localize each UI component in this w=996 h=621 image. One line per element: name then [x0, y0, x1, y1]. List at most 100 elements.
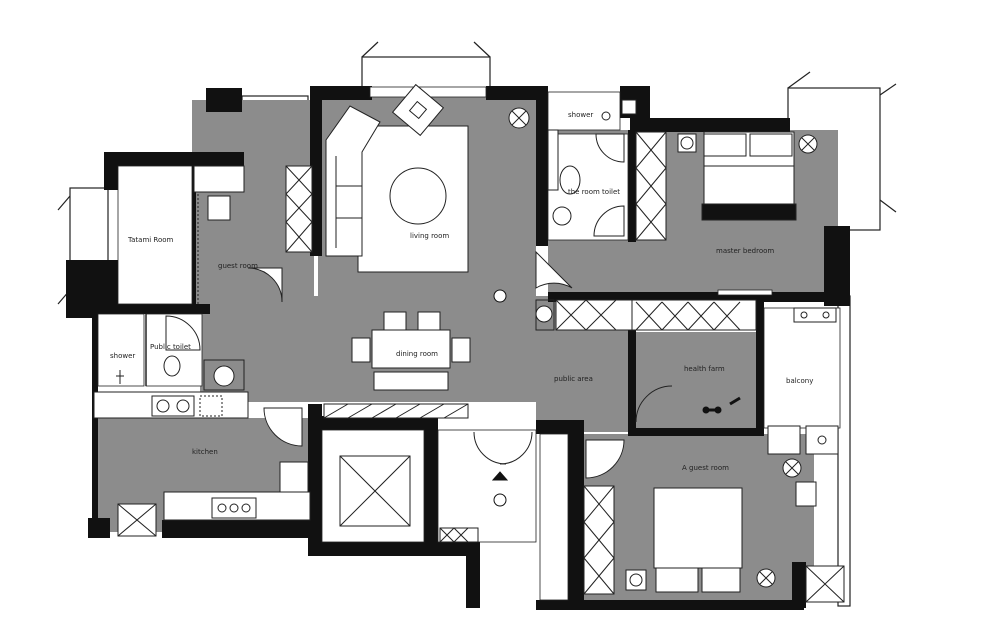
room-labels: Tatami Room guest room living room showe…	[110, 111, 813, 472]
master-balcony-angles	[787, 71, 897, 213]
living-balcony-bay-angles	[361, 41, 491, 58]
tatami-room-area	[117, 165, 193, 305]
sink-bowl-icon	[156, 399, 170, 413]
door-shower	[595, 133, 625, 163]
wall-core-south	[308, 542, 478, 556]
armchair-seat	[408, 100, 428, 120]
door-health-farm	[635, 385, 673, 423]
guest-chair	[207, 195, 231, 221]
label-living-room: living room	[410, 232, 449, 240]
misc-figures	[491, 289, 741, 507]
doors	[165, 133, 673, 479]
label-health-farm: health farm	[684, 365, 725, 373]
wall-south-tatami	[92, 304, 210, 314]
dining-chair	[351, 337, 371, 363]
bath-fixtures	[116, 99, 637, 391]
entry-cabinet	[439, 527, 479, 543]
wardrobe-guest	[285, 165, 313, 253]
washer-frame	[535, 299, 555, 331]
balcony-cabinet	[805, 565, 845, 603]
shower-area	[547, 91, 621, 131]
door-master-toilet	[593, 205, 625, 237]
wall-health-south	[628, 428, 764, 436]
label-public-toilet: Public toilet	[150, 343, 191, 351]
floor-drain-icon	[116, 370, 124, 384]
beds	[193, 131, 817, 593]
label-tatami-room: Tatami Room	[127, 236, 174, 244]
guest2-bed	[653, 487, 743, 593]
door-living-east	[535, 250, 573, 289]
dining-chair	[383, 311, 407, 331]
wall-south-master	[548, 292, 848, 302]
door-public-toilet	[165, 315, 201, 351]
balcony-area	[763, 307, 841, 429]
wall-tatami-guest-divider	[192, 166, 196, 306]
burner-icon	[241, 503, 251, 513]
ceiling-fan-icon	[782, 458, 802, 478]
laundry-tub	[767, 425, 801, 455]
entrance-hall	[437, 429, 537, 543]
wardrobes	[117, 131, 845, 603]
wall-north-living-right	[486, 86, 548, 100]
balcony-sink-counter	[793, 307, 837, 323]
person-figure-icon	[493, 289, 507, 303]
door-second-guest	[585, 439, 625, 479]
public-toilet-icon	[163, 355, 181, 377]
dishwasher	[199, 395, 223, 417]
public-vanity	[203, 359, 245, 391]
kitchen-cabinet	[117, 503, 157, 537]
wardrobe-guest2	[583, 485, 615, 595]
wall-living-west	[310, 86, 322, 256]
shoe-cabinet	[323, 403, 469, 419]
living-furniture	[325, 83, 469, 273]
wall-se-post	[792, 562, 806, 608]
living-balcony-bay	[361, 56, 491, 90]
label-shower: shower	[568, 111, 593, 119]
washer-icon	[535, 305, 553, 323]
wall-health-east	[756, 300, 764, 436]
label-second-guest-room: A guest room	[682, 464, 729, 472]
door-guest-room	[247, 267, 283, 303]
label-dining-room: dining room	[396, 350, 438, 358]
wall-south-guest2	[536, 600, 804, 610]
wall-core-stub	[466, 542, 480, 608]
sideboard	[373, 371, 449, 391]
wardrobe-master	[635, 131, 667, 241]
dumbbell-icon	[702, 406, 710, 414]
toilet-icon	[559, 165, 581, 195]
master-bed	[701, 131, 797, 221]
basin-icon	[552, 206, 572, 226]
balcony-fixtures	[767, 307, 839, 455]
wall-nw-post	[206, 88, 242, 112]
wall-core-west	[308, 404, 322, 556]
sink-bowl-icon	[176, 399, 190, 413]
dining-furniture	[351, 311, 471, 391]
wall-core-north	[308, 416, 438, 430]
label-guest-room: guest room	[218, 262, 258, 270]
vanity-shelf	[547, 129, 559, 191]
wall-master-bath-divider	[628, 130, 636, 242]
wall-guest2-west	[568, 420, 584, 606]
kitchen-fixtures	[93, 391, 311, 521]
coffee-table	[389, 167, 447, 225]
person-figure-icon	[493, 493, 507, 507]
tap-icon	[822, 311, 830, 319]
door-entry-right	[499, 431, 533, 465]
wall-sw-post	[88, 518, 110, 538]
door-kitchen	[263, 407, 303, 447]
label-balcony: balcony	[786, 377, 813, 385]
small-shower-area	[97, 313, 145, 387]
label-small-shower: shower	[110, 352, 135, 360]
public-basin-icon	[213, 365, 235, 387]
health-farm-floor	[636, 332, 762, 432]
shower-head-icon	[601, 111, 611, 121]
burner-icon	[217, 503, 227, 513]
washer-drum-icon	[817, 435, 827, 445]
guest-desk	[193, 165, 245, 193]
ceiling-fan-icon	[798, 134, 818, 154]
elevator-shaft	[339, 455, 411, 527]
ceiling-fan-icon	[508, 107, 530, 129]
fridge	[279, 461, 309, 493]
ceiling-fixtures	[508, 107, 818, 591]
